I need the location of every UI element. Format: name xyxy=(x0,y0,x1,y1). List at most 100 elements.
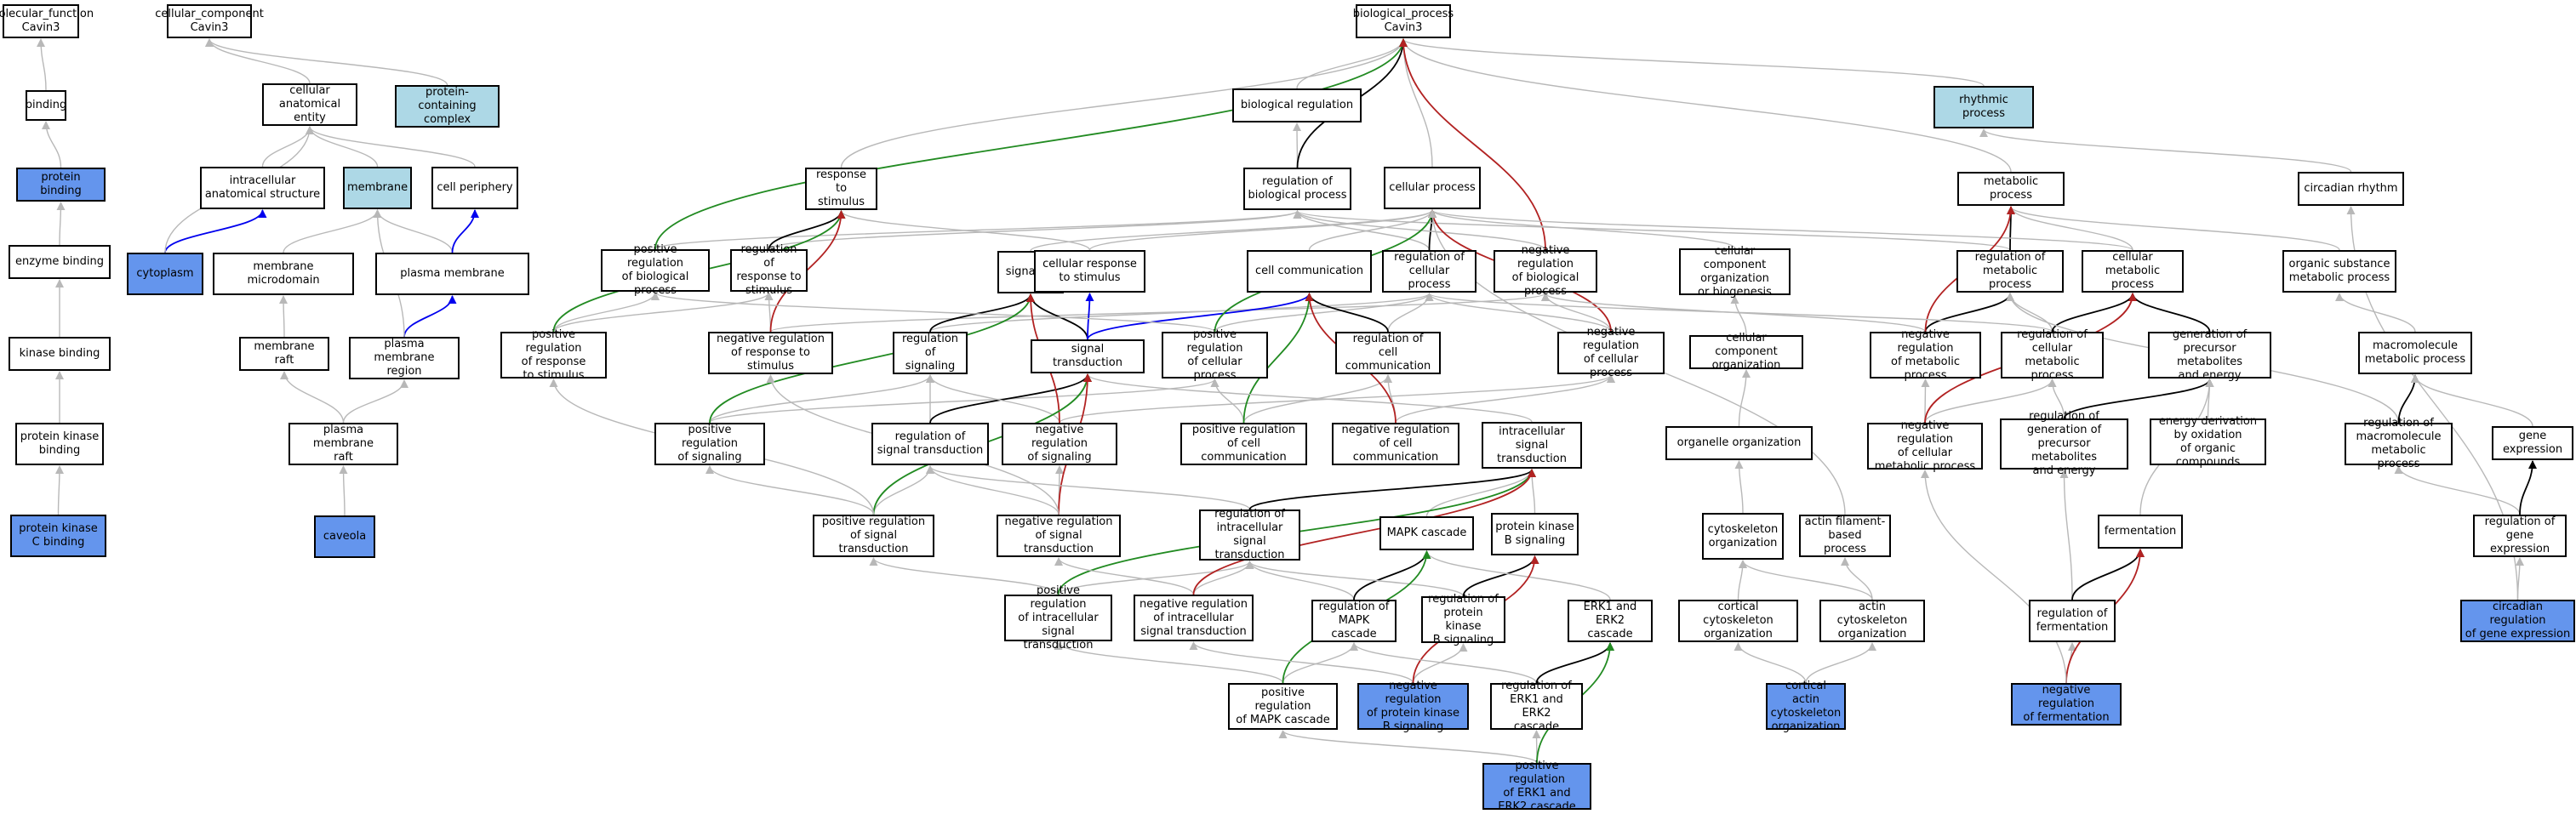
edge-is-a-membrane-to-cae xyxy=(306,126,379,168)
edge-part-of-regist-to-ist xyxy=(1248,469,1536,510)
edge-layer xyxy=(37,38,2537,764)
edge-is-a-negregpkb-to-regpkb xyxy=(1412,643,1468,684)
edge-is-a-pcc-to-cc xyxy=(205,38,448,86)
edge-part-of-reggeneexp-to-geneexp xyxy=(2519,460,2537,515)
go-term-cellular-component-cavin3: cellular_component Cavin3 xyxy=(155,4,264,38)
edge-is-a-regerk-to-regmapk xyxy=(1350,642,1538,684)
edge-is-a-cco-to-ccob xyxy=(1730,295,1747,336)
go-term-circadian-regulation-of-gene-expression: circadian regulation of gene expression xyxy=(2460,600,2575,642)
go-term-positive-regulation-of-signal-transduction: positive regulation of signal transducti… xyxy=(813,515,934,557)
edge-is-a-negregcmp-to-regcmp xyxy=(1924,379,2057,424)
go-term-biological-regulation: biological regulation xyxy=(1232,88,1362,122)
edge-is-a-regsig-to-regcp xyxy=(929,293,1434,333)
edge-is-a-regpkb-to-regist xyxy=(1245,561,1465,597)
go-term-regulation-of-cellular-process: regulation of cellular process xyxy=(1382,250,1476,293)
go-term-rhythmic-process: rhythmic process xyxy=(1933,86,2034,128)
go-term-caveola: caveola xyxy=(314,515,375,558)
go-term-negative-regulation-of-protein-kinase-b-signaling: negative regulation of protein kinase B … xyxy=(1357,680,1469,733)
edge-is-a-posregsig-to-regsig xyxy=(709,374,934,424)
go-term-membrane-raft: membrane raft xyxy=(239,337,329,371)
edge-positive-posregcc-to-cellcomm xyxy=(1242,293,1314,424)
go-term-negative-regulation-of-cellular-process: negative regulation of cellular process xyxy=(1557,326,1665,379)
go-term-positive-regulation-of-signaling: positive regulation of signaling xyxy=(654,423,765,465)
edge-negative-negregbp-to-bp xyxy=(1399,38,1546,251)
edge-is-a-actincyto-to-cytoorg xyxy=(1739,560,1873,601)
go-term-positive-regulation-of-mapk-cascade: positive regulation of MAPK cascade xyxy=(1228,683,1338,730)
go-term-macromolecule-metabolic-process: macromolecule metabolic process xyxy=(2358,332,2472,374)
edge-part-of-other-cytoplasm-to-ias xyxy=(164,209,267,253)
edge-is-a-negregsig-to-negregcp xyxy=(1059,374,1615,424)
edge-is-a-cellmp-to-cellproc xyxy=(1428,209,2133,251)
edge-is-a-regmp-to-regbp xyxy=(1293,210,2011,251)
edge-is-a-negregcc-to-negregcp xyxy=(1395,374,1615,424)
go-term-circadian-rhythm: circadian rhythm xyxy=(2298,172,2404,206)
go-term-protein-kinase-c-binding: protein kinase C binding xyxy=(10,515,106,557)
go-term-biological-process-cavin3: biological_process Cavin3 xyxy=(1353,4,1454,38)
edge-is-a-actincyto-to-actinfil xyxy=(1841,557,1873,601)
go-term-membrane-microdomain: membrane microdomain xyxy=(213,253,354,295)
edge-is-a-orgorg-to-cco xyxy=(1738,369,1751,427)
go-term-cortical-cytoskeleton-organization: cortical cytoskeleton organization xyxy=(1678,600,1798,642)
edge-is-a-metab-to-bp xyxy=(1399,38,2012,173)
go-term-intracellular-signal-transduction: intracellular signal transduction xyxy=(1482,422,1582,469)
edge-is-a-erk-to-mapk xyxy=(1422,550,1611,601)
edge-is-a-regmapk-to-regist xyxy=(1245,561,1355,601)
edge-is-a-signaling-to-cellproc xyxy=(1030,209,1437,252)
edge-is-a-posregmapk-to-posregist xyxy=(1054,641,1284,684)
go-term-cellular-metabolic-process: cellular metabolic process xyxy=(2082,250,2184,293)
edge-is-a-pmraft-to-pmr xyxy=(342,379,408,424)
go-term-actin-cytoskeleton-organization: actin cytoskeleton organization xyxy=(1819,600,1925,642)
edge-is-a-memraft-to-memmicro xyxy=(279,295,288,338)
go-term-negative-regulation-of-signal-transduction: negative regulation of signal transducti… xyxy=(997,515,1121,557)
go-term-actin-filament-based-process: actin filament-based process xyxy=(1799,515,1891,557)
edge-is-a-posregmapk-to-regmapk xyxy=(1282,642,1358,684)
go-term-molecular-function-cavin3: molecular_function Cavin3 xyxy=(0,4,94,38)
go-term-negative-regulation-of-cell-communication: negative regulation of cell communicatio… xyxy=(1332,423,1459,465)
edge-is-a-resp-to-bp xyxy=(840,38,1408,168)
edge-positive-posregbp-to-bp xyxy=(654,38,1408,250)
go-term-cell-periphery: cell periphery xyxy=(431,167,518,209)
go-term-mapk-cascade: MAPK cascade xyxy=(1379,516,1474,550)
go-term-kinase-binding: kinase binding xyxy=(9,337,111,371)
go-term-regulation-of-cellular-metabolic-process: regulation of cellular metabolic process xyxy=(2001,328,2104,382)
edge-is-a-posregresp-to-posregbp xyxy=(552,292,660,333)
go-term-signal-transduction: signal transduction xyxy=(1031,339,1145,373)
go-term-positive-regulation-of-erk1-and-erk2-cascade: positive regulation of ERK1 and ERK2 cas… xyxy=(1482,760,1591,813)
go-term-cellular-process: cellular process xyxy=(1384,167,1481,209)
edge-is-a-reggeneexp-to-regmmp xyxy=(2394,465,2521,515)
go-term-negative-regulation-of-fermentation: negative regulation of fermentation xyxy=(2011,683,2122,726)
go-term-negative-regulation-of-response-to-stimulus: negative regulation of response to stimu… xyxy=(708,332,833,374)
go-term-protein-containing-complex: protein-containing complex xyxy=(395,85,500,128)
go-term-regulation-of-generation-of-precursor-metabolites-and-energy: regulation of generation of precursor me… xyxy=(2000,410,2128,477)
go-term-regulation-of-signaling: regulation of signaling xyxy=(893,332,968,374)
edge-is-a-plasmem-to-membrane xyxy=(373,209,454,253)
go-term-membrane: membrane xyxy=(343,167,412,209)
go-term-regulation-of-macromolecule-metabolic-process: regulation of macromolecule metabolic pr… xyxy=(2345,417,2453,470)
edge-is-a-memmicro-to-membrane xyxy=(283,209,382,253)
edge-is-a-ist-to-sigtrans xyxy=(1083,373,1533,423)
go-term-cellular-anatomical-entity: cellular anatomical entity xyxy=(262,83,357,126)
edge-is-a-cellresp-to-cellproc xyxy=(1088,209,1437,251)
edge-is-a-regcp-to-regbp xyxy=(1293,210,1431,251)
edge-is-a-pkb-to-ist xyxy=(1528,469,1537,514)
go-term-erk1-and-erk2-cascade: ERK1 and ERK2 cascade xyxy=(1568,600,1653,642)
go-term-regulation-of-fermentation: regulation of fermentation xyxy=(2029,600,2116,642)
edge-is-a-pmraft-to-memraft xyxy=(280,371,345,424)
edge-part-of-other-sigtrans-to-cellresp xyxy=(1085,293,1094,340)
go-term-positive-regulation-of-biological-process: positive regulation of biological proces… xyxy=(601,243,710,297)
go-term-cellular-response-to-stimulus: cellular response to stimulus xyxy=(1034,250,1145,293)
edge-is-a-bioreg-to-bp xyxy=(1296,38,1408,89)
go-term-protein-binding: protein binding xyxy=(16,168,106,202)
edge-is-a-negregpkb-to-negregist xyxy=(1189,641,1414,684)
go-term-positive-regulation-of-intracellular-signal-transduction: positive regulation of intracellular sig… xyxy=(1004,584,1112,652)
go-term-regulation-of-intracellular-signal-transduction: regulation of intracellular signal trans… xyxy=(1199,508,1300,561)
edge-is-a-cellmp-to-metab xyxy=(2007,206,2133,251)
go-term-regulation-of-erk1-and-erk2-cascade: regulation of ERK1 and ERK2 cascade xyxy=(1490,680,1583,733)
edge-part-of-regmapk-to-mapk xyxy=(1353,550,1431,601)
go-term-regulation-of-response-to-stimulus: regulation of response to stimulus xyxy=(730,243,808,297)
edge-is-a-cellper-to-cae xyxy=(306,126,476,168)
edge-is-a-osmp-to-metab xyxy=(2007,206,2340,251)
go-term-cytoplasm: cytoplasm xyxy=(127,253,203,295)
go-term-energy-derivation-by-oxidation-of-organic-compounds: energy derivation by oxidation of organi… xyxy=(2150,415,2266,469)
go-term-regulation-of-protein-kinase-b-signaling: regulation of protein kinase B signaling xyxy=(1421,593,1505,646)
